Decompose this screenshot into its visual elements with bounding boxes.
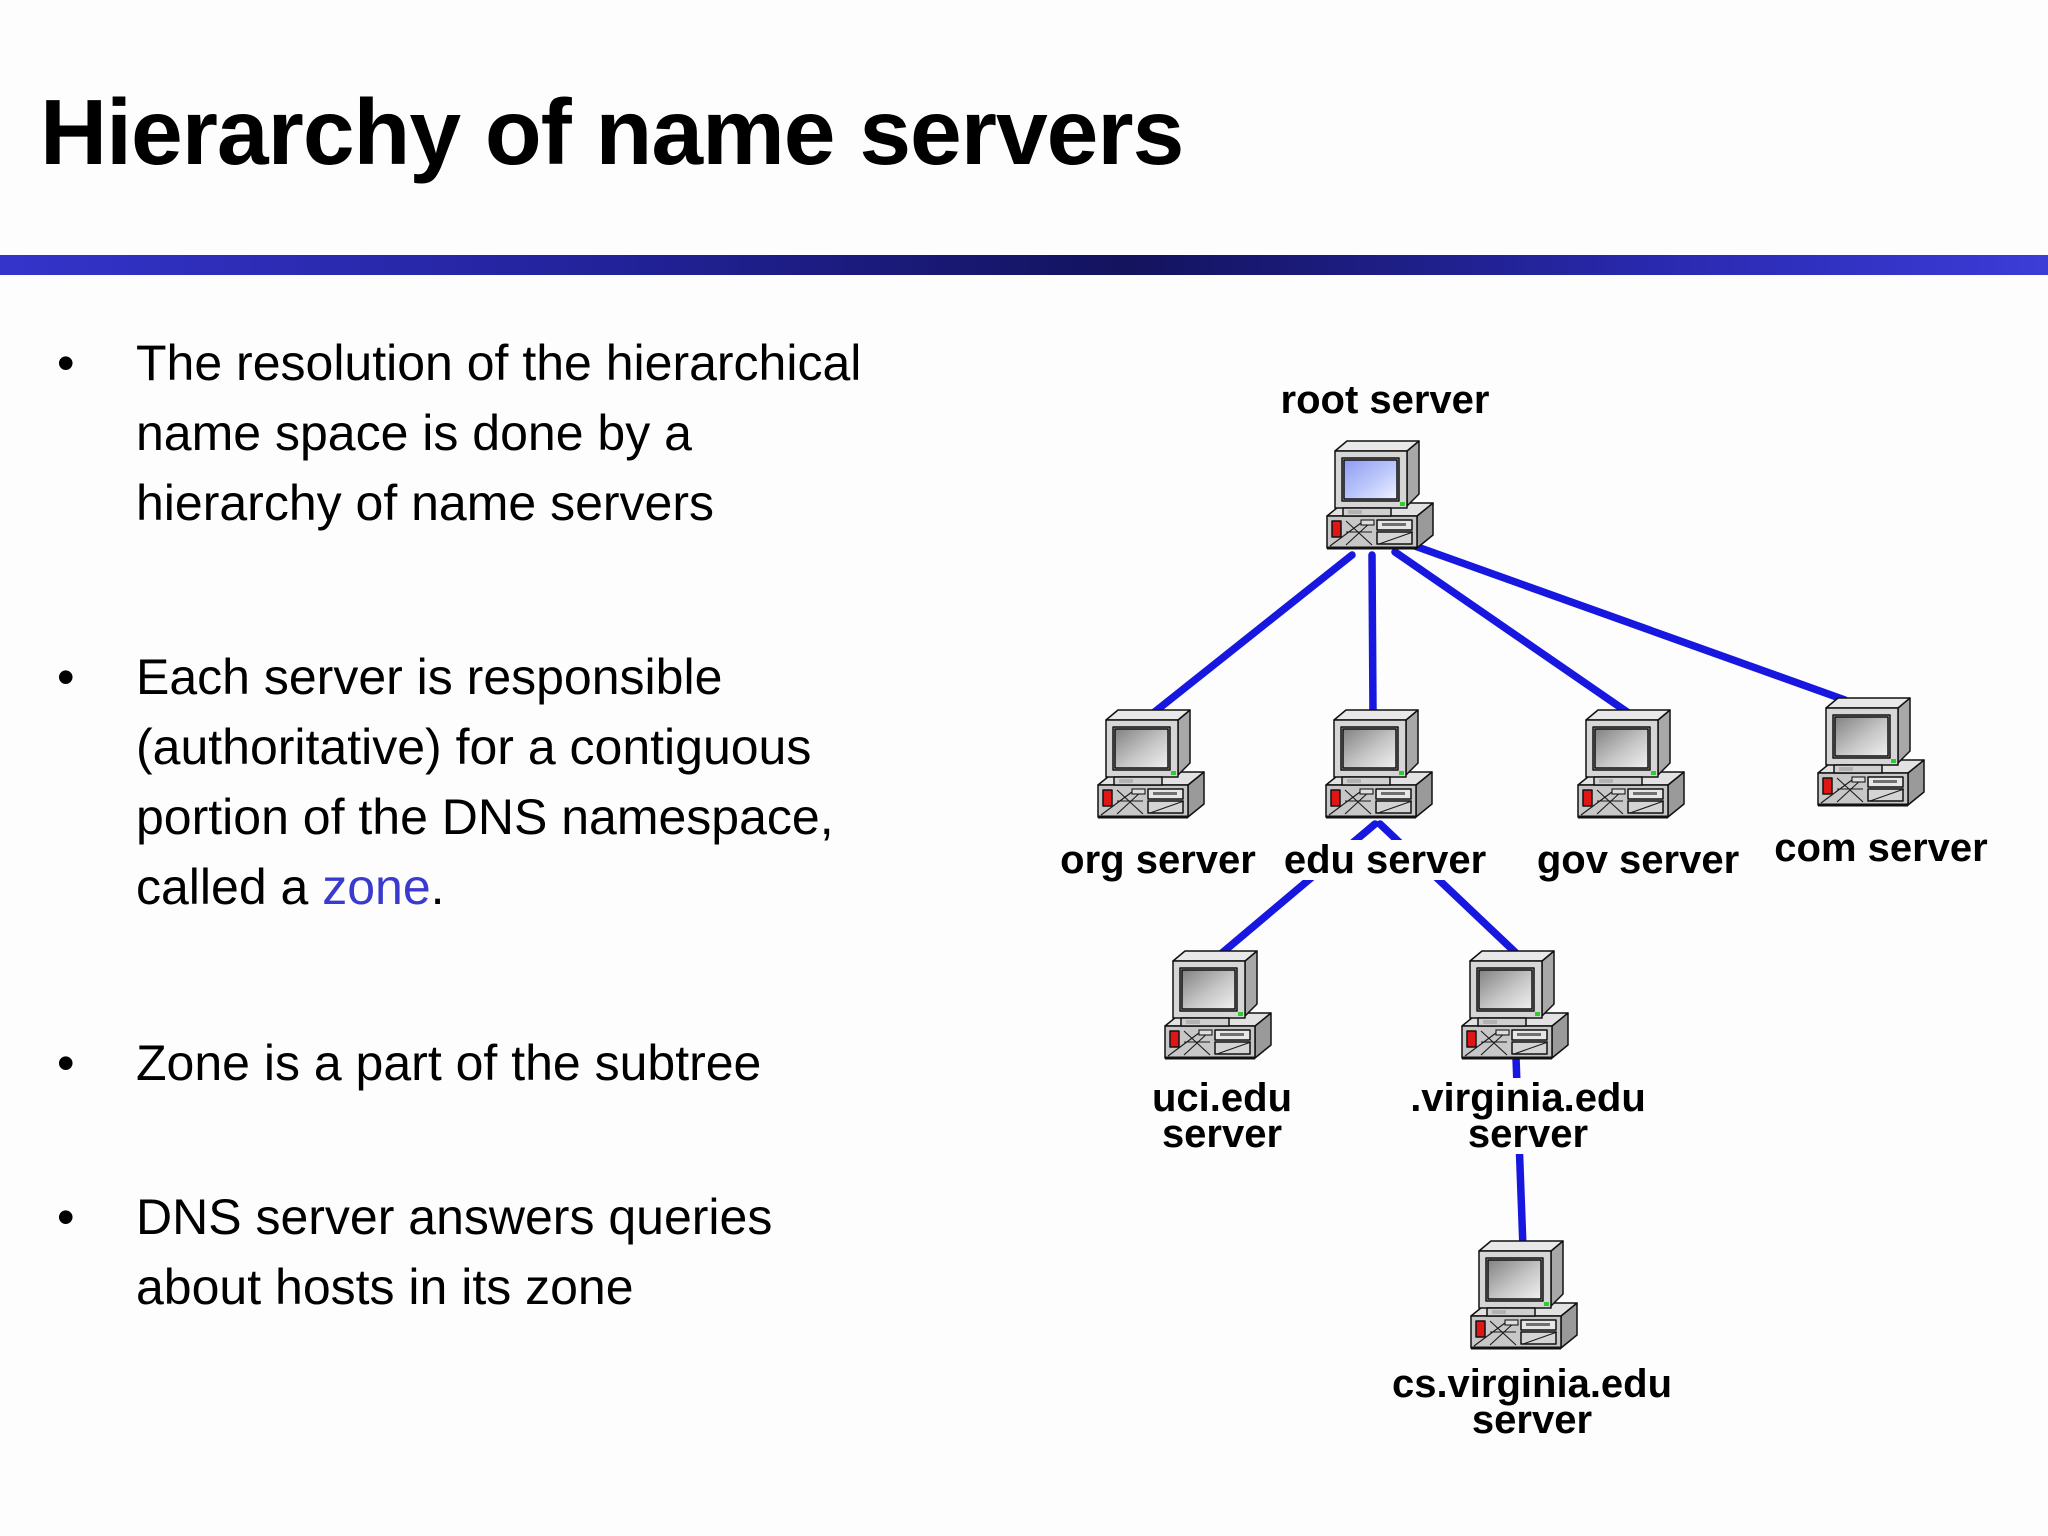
bullet-line: Zone is a part of the subtree [136,1028,1030,1098]
computer-icon [1470,1240,1578,1350]
computer-icon [1461,950,1569,1060]
server-label-gov: gov server [1528,840,1748,880]
server-node-edu [1320,701,1436,832]
server-node-org [1092,701,1208,832]
edge-root-edu [1368,551,1377,717]
server-node-uci [1159,942,1275,1073]
bullet-item: • The resolution of the hierarchical name … [0,328,1030,538]
text-segment: (authoritative) for a contiguous [136,719,812,775]
server-label-edu: edu server [1275,840,1495,880]
server-node-gov [1572,701,1688,832]
text-segment: name space is done by a [136,405,692,461]
text-segment: hierarchy of name servers [136,475,715,531]
bullet-text: Each server is responsible (authoritative… [136,642,1030,922]
bullet-line: Each server is responsible [136,642,1030,712]
edge-root-org [1148,551,1356,718]
text-segment: called a [136,859,323,915]
bullet-line: name space is done by a [136,398,1030,468]
bullet-marker: • [57,335,75,391]
computer-icon [1326,440,1434,550]
bullet-item: • Each server is responsible (authoritativ… [0,642,1030,922]
bullet-marker: • [57,1189,75,1245]
page-title: Hierarchy of name servers [40,80,1184,184]
server-node-virginia [1456,942,1572,1073]
bullet-line: hierarchy of name servers [136,468,1030,538]
computer-icon [1097,709,1205,819]
edge-root-gov [1391,548,1634,718]
bullet-text: The resolution of the hierarchical name s… [136,328,1030,538]
server-label-com: com server [1766,828,1996,868]
computer-icon [1577,709,1685,819]
server-label-org: org server [1052,840,1264,880]
title-rule [0,255,2048,275]
text-segment: DNS server answers queries [136,1189,773,1245]
bullet-marker: • [57,649,75,705]
server-node-root [1321,432,1437,563]
bullet-item: • DNS server answers queries about hosts i… [0,1182,1030,1322]
bullet-text: Zone is a part of the subtree [136,1028,1030,1098]
bullet-text: DNS server answers queries about hosts in… [136,1182,1030,1322]
bullet-line: called a zone. [136,852,1030,922]
text-segment: about hosts in its zone [136,1259,634,1315]
text-segment: The resolution of the hierarchical [136,335,862,391]
bullet-line: The resolution of the hierarchical [136,328,1030,398]
bullet-line: DNS server answers queries [136,1182,1030,1252]
text-segment: portion of the DNS namespace, [136,789,834,845]
server-node-com [1812,689,1928,820]
bullet-marker: • [57,1035,75,1091]
server-node-cs [1465,1232,1581,1363]
text-segment: Each server is responsible [136,649,723,705]
computer-icon [1325,709,1433,819]
bullet-item: • Zone is a part of the subtree [0,1028,1030,1098]
text-segment: . [430,859,445,915]
server-label-root: root server [1272,380,1498,420]
bullet-line: (authoritative) for a contiguous [136,712,1030,782]
bullet-line: about hosts in its zone [136,1252,1030,1322]
edge-root-com [1408,541,1849,704]
computer-icon [1817,697,1925,807]
text-segment: Zone is a part of the subtree [136,1035,762,1091]
zone-term: zone [322,859,431,915]
bullet-line: portion of the DNS namespace, [136,782,1030,852]
computer-icon [1164,950,1272,1060]
